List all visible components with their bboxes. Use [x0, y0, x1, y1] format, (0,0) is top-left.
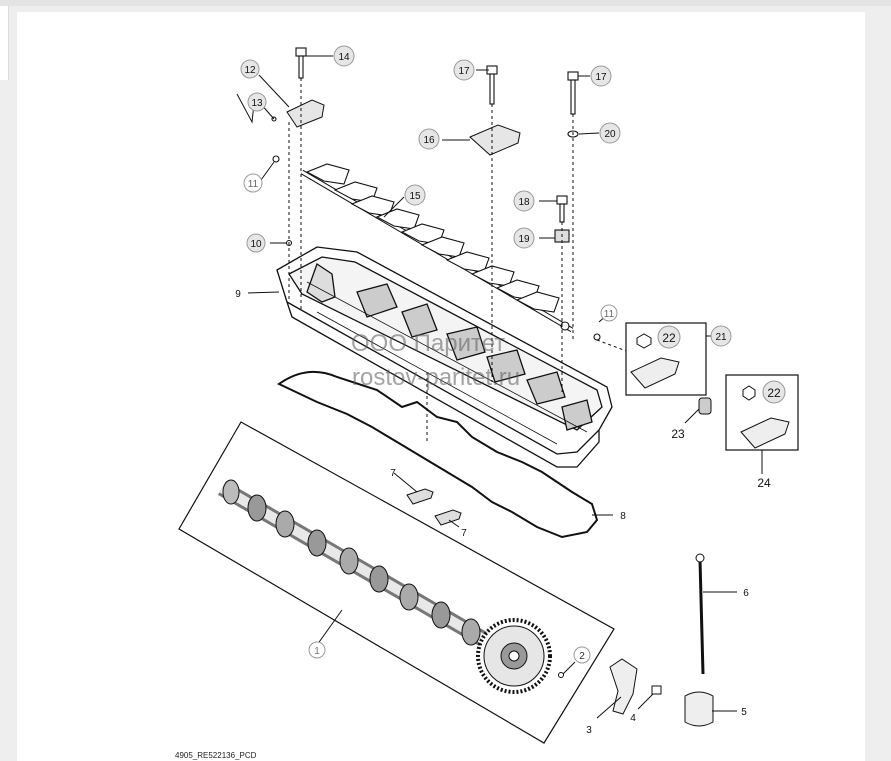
bracket-12	[286, 99, 325, 128]
diagram-panel: 1 2 3 4 5 6 7 7 8 9 10 11 11 12 13 14 15…	[17, 12, 865, 761]
svg-text:22: 22	[662, 331, 676, 345]
callout-3: 3	[586, 725, 592, 736]
svg-text:10: 10	[250, 239, 262, 250]
callout-4: 4	[630, 713, 636, 724]
top-bar	[0, 0, 891, 6]
bolts	[271, 47, 601, 341]
callout-14: 14	[333, 45, 355, 67]
callout-11-left: 11	[243, 173, 263, 193]
rocker-arm-assembly	[300, 163, 574, 333]
callout-24: 24	[757, 476, 771, 490]
callout-22-upper: 22	[657, 325, 681, 349]
svg-text:2: 2	[579, 651, 585, 662]
leader-lines	[236, 55, 763, 719]
svg-text:15: 15	[409, 191, 421, 202]
svg-text:19: 19	[518, 234, 530, 245]
watermark-site: rostov-paritet.ru	[352, 364, 521, 391]
svg-text:22: 22	[767, 386, 781, 400]
callout-7-lower: 7	[461, 528, 467, 539]
camshaft-box	[178, 421, 615, 744]
svg-text:14: 14	[338, 52, 350, 63]
callout-15: 15	[404, 184, 426, 206]
svg-text:1: 1	[314, 646, 320, 657]
svg-text:16: 16	[423, 135, 435, 146]
callout-12: 12	[240, 59, 260, 79]
svg-text:6: 6	[743, 588, 749, 599]
svg-text:17: 17	[595, 72, 607, 83]
callout-17-right: 17	[590, 65, 612, 87]
small-parts	[406, 488, 714, 727]
callout-21: 21	[710, 325, 732, 347]
callout-7-upper: 7	[390, 468, 396, 479]
callout-6: 6	[743, 588, 749, 599]
svg-text:18: 18	[518, 197, 530, 208]
callout-8: 8	[620, 511, 626, 522]
callout-18: 18	[513, 190, 535, 212]
callout-16: 16	[418, 128, 440, 150]
svg-text:12: 12	[244, 65, 256, 76]
left-panel-edge	[0, 6, 9, 80]
callout-1: 1	[308, 641, 326, 659]
callout-20: 20	[599, 122, 621, 144]
callout-5: 5	[741, 707, 747, 718]
cam-gear	[476, 618, 552, 694]
callout-11-right: 11	[600, 304, 618, 322]
callout-2: 2	[573, 646, 591, 664]
svg-text:11: 11	[604, 309, 615, 320]
valve-cover	[276, 246, 613, 468]
svg-text:24: 24	[757, 476, 771, 490]
svg-text:7: 7	[390, 468, 396, 479]
camshaft	[217, 479, 507, 657]
exploded-parts-diagram: 1 2 3 4 5 6 7 7 8 9 10 11 11 12 13 14 15…	[178, 45, 799, 744]
callout-22-lower: 22	[762, 380, 786, 404]
svg-text:3: 3	[586, 725, 592, 736]
svg-text:21: 21	[715, 332, 727, 343]
svg-text:13: 13	[251, 98, 263, 109]
callout-17-left: 17	[453, 59, 475, 81]
callouts: 1 2 3 4 5 6 7 7 8 9 10 11 11 12 13 14 15…	[235, 45, 786, 736]
rocker-kit-24	[725, 374, 799, 451]
svg-text:20: 20	[604, 129, 616, 140]
svg-text:7: 7	[461, 528, 467, 539]
callout-9: 9	[235, 289, 241, 300]
callout-19: 19	[513, 227, 535, 249]
callout-13: 13	[247, 92, 267, 112]
svg-text:8: 8	[620, 511, 626, 522]
svg-text:17: 17	[458, 66, 470, 77]
watermark-company: ООО Паритет	[351, 330, 506, 357]
diagram-caption: 4905_RE522136_PCD	[175, 751, 257, 760]
callout-23: 23	[671, 427, 685, 441]
bracket-16	[469, 124, 521, 156]
callout-10: 10	[246, 233, 266, 253]
svg-text:4: 4	[630, 713, 636, 724]
gasket	[277, 370, 599, 539]
assembly-lines	[288, 78, 630, 442]
spring-23	[698, 397, 712, 415]
svg-text:23: 23	[671, 427, 685, 441]
svg-text:11: 11	[248, 179, 259, 190]
svg-text:5: 5	[741, 707, 747, 718]
svg-text:9: 9	[235, 289, 241, 300]
